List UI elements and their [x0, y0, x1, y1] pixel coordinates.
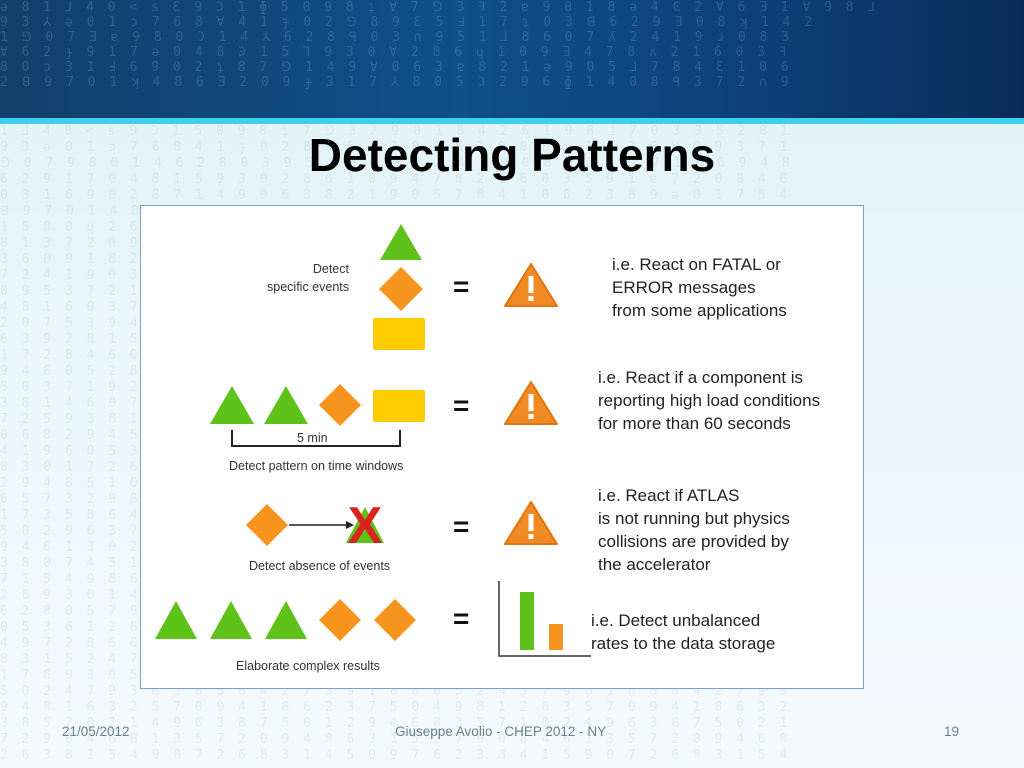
footer-author: Giuseppe Avolio - CHEP 2012 - NY — [395, 724, 607, 739]
diamond-event-icon — [246, 504, 288, 546]
diagram-canvas: X — [155, 224, 591, 657]
row2-time-window-label: 5 min — [297, 431, 328, 445]
diamond-event-icon — [374, 599, 416, 641]
triangle-event-icon — [264, 386, 308, 424]
row1-caption: Detect specific events — [267, 262, 349, 294]
warning-icon — [504, 263, 558, 307]
row2-equals-sign: = — [453, 390, 470, 421]
row3-caption: Detect absence of events — [249, 559, 391, 573]
triangle-event-icon — [380, 224, 422, 260]
row1-equals-sign: = — [453, 271, 470, 302]
footer-page-number: 19 — [944, 724, 960, 739]
row4-description: i.e. Detect unbalanced rates to the data… — [591, 611, 776, 653]
diamond-event-icon — [319, 384, 361, 426]
footer-date: 21/05/2012 — [62, 724, 130, 739]
time-window-bracket — [231, 430, 401, 447]
rectangle-event-icon — [373, 318, 425, 350]
arrow-head-icon — [346, 521, 354, 529]
banner-accent-band — [0, 118, 1024, 124]
top-banner: ǝ 8 1 ⅃ 4 0 < s Ɛ 9 Ͻ 1 ɸ 5 0 9 8 ʇ ∀ 7 … — [0, 0, 1024, 118]
row3-equals-sign: = — [453, 511, 470, 542]
warning-icon — [504, 501, 558, 545]
row4-caption: Elaborate complex results — [236, 659, 380, 673]
row2-description: i.e. React if a component is reporting h… — [598, 368, 821, 433]
row2-caption: Detect pattern on time windows — [229, 459, 404, 473]
bar-chart-bar — [549, 624, 563, 650]
warning-icon — [504, 381, 558, 425]
triangle-event-icon — [155, 601, 197, 639]
bar-chart-axes — [498, 581, 591, 657]
cross-icon: X — [348, 497, 383, 555]
row3-description: i.e. React if ATLAS is not running but p… — [598, 486, 790, 574]
diamond-event-icon — [379, 267, 423, 311]
diamond-event-icon — [319, 599, 361, 641]
triangle-event-icon — [210, 386, 254, 424]
triangle-event-icon — [210, 601, 252, 639]
row1-description: i.e. React on FATAL or ERROR messages fr… — [612, 255, 787, 320]
triangle-event-icon — [346, 507, 384, 543]
slide-title: Detecting Patterns — [308, 129, 716, 181]
triangle-event-icon — [265, 601, 307, 639]
diagram-panel: X Detect specific events = i.e. React on… — [140, 205, 864, 689]
banner-pattern: ǝ 8 1 ⅃ 4 0 < s Ɛ 9 Ͻ 1 ɸ 5 0 9 8 ʇ ∀ 7 … — [0, 0, 878, 90]
rectangle-event-icon — [373, 390, 425, 422]
bar-chart-bar — [520, 592, 534, 650]
row4-equals-sign: = — [453, 603, 470, 634]
